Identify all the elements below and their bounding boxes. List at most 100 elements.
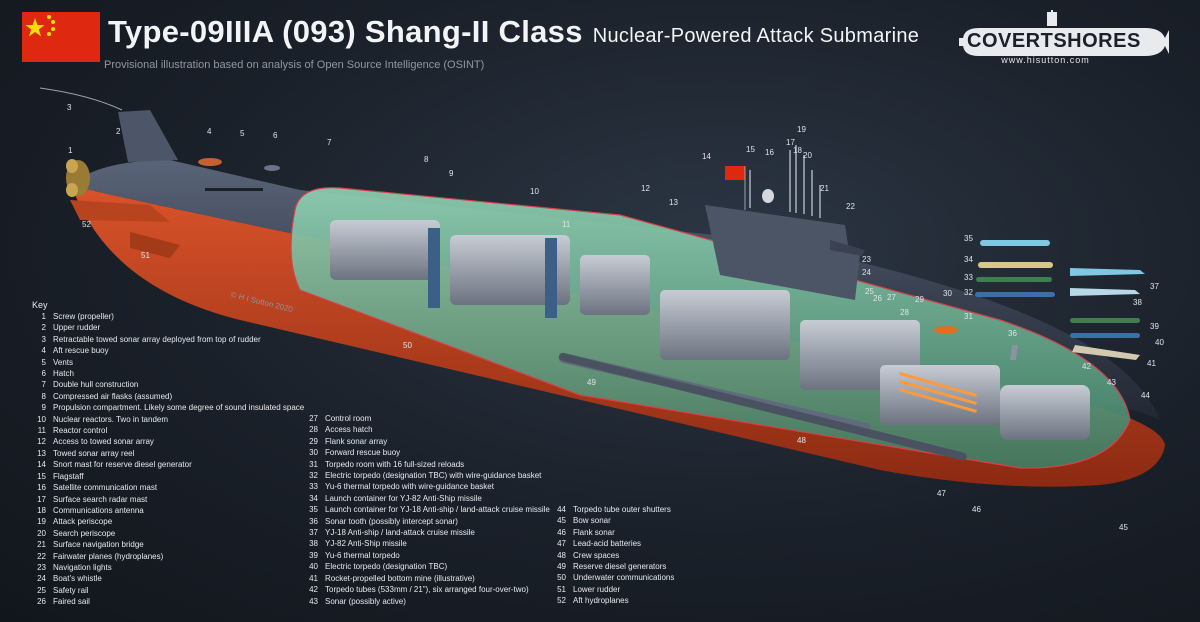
legend-item-label: Surface navigation bridge	[53, 540, 144, 550]
propeller	[66, 159, 90, 197]
forward-rescue-buoy	[934, 326, 958, 334]
callout-26: 26	[873, 294, 882, 303]
satcom-dome	[762, 189, 774, 203]
callout-1: 1	[68, 146, 73, 155]
legend-item-number: 6	[41, 369, 46, 379]
callout-17: 17	[786, 138, 795, 147]
legend-item: 35 Launch container for YJ-18 Anti-ship /…	[300, 504, 550, 515]
callout-36: 36	[1008, 329, 1017, 338]
callout-44: 44	[1141, 391, 1150, 400]
legend-item-label: Access hatch	[325, 425, 373, 435]
legend-item-label: Lower rudder	[573, 584, 621, 594]
legend-item-number: 35	[309, 505, 318, 515]
legend-item-label: Yu-6 thermal torpedo with wire-guidance …	[325, 482, 494, 492]
legend-item-number: 12	[37, 437, 46, 447]
legend-item-number: 18	[37, 505, 46, 515]
legend-item-label: Retractable towed sonar array deployed f…	[53, 334, 261, 344]
callout-42: 42	[1082, 362, 1091, 371]
callout-7: 7	[327, 138, 332, 147]
osint-note: Provisional illustration based on analys…	[104, 59, 485, 71]
legend-item-label: Electric torpedo (designation TBC) with …	[325, 471, 542, 481]
callout-23: 23	[862, 255, 871, 264]
upper-rudder	[118, 110, 178, 162]
callout-51: 51	[141, 251, 150, 260]
legend-item-number: 8	[41, 391, 46, 401]
legend-item-number: 9	[41, 403, 46, 413]
page-title: Type-09IIIA (093) Shang-II Class Nuclear-…	[108, 14, 919, 50]
legend-item-number: 27	[309, 414, 318, 423]
callout-33: 33	[964, 273, 973, 282]
cutaway-outline	[290, 187, 1131, 469]
legend-item-label: Propulsion compartment. Likely some degr…	[53, 403, 305, 413]
legend-item-label: Sonar tooth (possibly intercept sonar)	[325, 516, 458, 526]
covertshores-logo	[959, 10, 1169, 56]
legend-item-label: Communications antenna	[53, 505, 144, 515]
legend-item-label: Satellite communication mast	[53, 483, 158, 493]
legend-item-label: Flank sonar	[573, 527, 615, 537]
legend-item-number: 44	[557, 505, 566, 514]
aft-rescue-buoy	[198, 158, 222, 166]
legend-item-label: Upper rudder	[53, 323, 101, 333]
legend-item-label: Attack periscope	[53, 517, 113, 527]
vents	[205, 188, 263, 191]
aft-hatch	[264, 165, 280, 171]
legend-item-label: Safety rail	[53, 585, 89, 595]
fairwater-planes	[830, 240, 865, 256]
legend-item-label: Yu-6 thermal torpedo	[325, 550, 400, 560]
legend-item-label: Torpedo room with 16 full-sized reloads	[325, 459, 465, 469]
legend-item-number: 21	[37, 540, 46, 550]
callout-15: 15	[746, 145, 755, 154]
callout-8: 8	[424, 155, 429, 164]
callout-40: 40	[1155, 338, 1164, 347]
legend-item-label: Launch container for YJ-18 Anti-ship / l…	[325, 505, 550, 515]
legend-item-number: 19	[37, 517, 46, 527]
legend-item-number: 5	[41, 357, 46, 367]
legend-item-number: 51	[557, 584, 566, 594]
callout-22: 22	[846, 202, 855, 211]
legend-item-number: 49	[557, 562, 566, 572]
legend-item-label: Rocket-propelled bottom mine (illustrati…	[325, 573, 475, 583]
legend-item-label: Torpedo tube outer shutters	[573, 505, 671, 514]
title-main: Type-09IIIA (093) Shang-II Class	[108, 14, 583, 49]
title-sub: Nuclear-Powered Attack Submarine	[592, 25, 920, 47]
legend-item-number: 32	[309, 471, 318, 481]
legend-item-number: 50	[557, 573, 566, 583]
legend-item: 9 Propulsion compartment. Likely some deg…	[28, 402, 305, 413]
callout-31: 31	[964, 312, 973, 321]
legend-item-label: Search periscope	[53, 528, 116, 538]
callout-14: 14	[702, 152, 711, 161]
callout-45: 45	[1119, 523, 1128, 532]
legend-item-number: 22	[37, 551, 46, 561]
callout-4: 4	[207, 127, 212, 136]
legend-item: 27 Control room	[300, 413, 550, 424]
legend-item-label: Control room	[325, 414, 372, 423]
legend-item-label: Lead-acid batteries	[573, 539, 642, 549]
legend-item: 32 Electric torpedo (designation TBC) wit…	[300, 470, 550, 481]
legend-item-number: 43	[309, 596, 318, 606]
callout-50: 50	[403, 341, 412, 350]
legend-item-label: Compressed air flasks (assumed)	[53, 391, 173, 401]
legend-item: 51 Lower rudder	[548, 584, 674, 595]
callout-12: 12	[641, 184, 650, 193]
legend-item-label: Aft hydroplanes	[573, 596, 629, 606]
callout-34: 34	[964, 255, 973, 264]
logo-url: www.hisutton.com	[1001, 55, 1090, 65]
legend-item-label: Flagstaff	[53, 471, 84, 481]
callout-20: 20	[803, 151, 812, 160]
legend-item-number: 3	[41, 334, 46, 344]
lower-rudder	[130, 232, 180, 258]
legend-item-number: 26	[37, 597, 46, 607]
legend-item-label: Electric torpedo (designation TBC)	[325, 562, 448, 572]
legend-item-number: 48	[557, 550, 566, 560]
